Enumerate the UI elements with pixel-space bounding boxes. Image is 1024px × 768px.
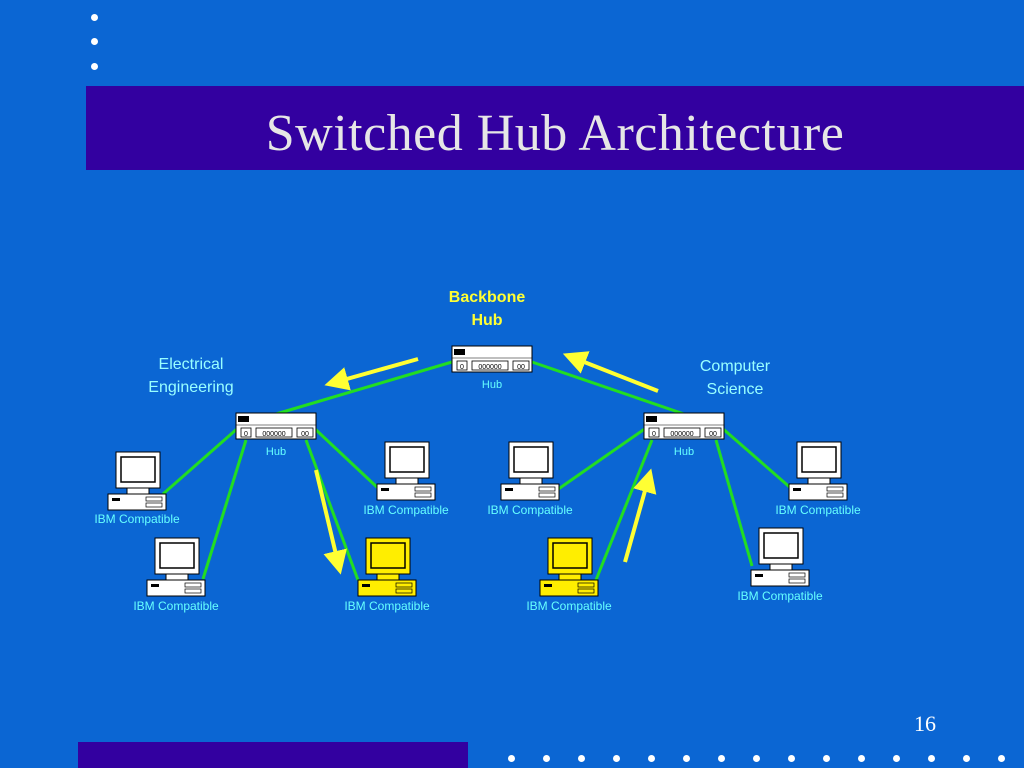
hub-port-row: 000000 [262,431,285,438]
link-right-hub-pc3 [721,426,794,492]
traffic-arrow [562,351,659,393]
computer-science-label-line1: Computer [700,358,771,375]
backbone-hub: 0 000000 00 [451,345,533,373]
decor-dot [578,755,585,762]
decor-dot [91,14,98,21]
left-hub-label: Hub [266,446,286,458]
decor-dot [963,755,970,762]
computer-label: IBM Compatible [775,503,861,517]
left-hub: 0 000000 00 [235,412,317,440]
computer-label: IBM Compatible [94,512,180,526]
decor-dot [91,63,98,70]
hub-port-single: 0 [460,364,464,371]
electrical-engineering-label-line1: Electrical [159,356,224,373]
decor-dot [648,755,655,762]
decor-dot [91,38,98,45]
hub-port-single: 0 [244,431,248,438]
backbone-hub-label: Hub [482,379,502,391]
right-hub: 0 000000 00 [643,412,725,440]
traffic-arrow [324,357,419,391]
backbone-title-line2: Hub [471,312,502,329]
traffic-arrow [314,469,347,575]
link-left-hub-pc1 [162,426,239,496]
bottom-bar [78,742,468,768]
decor-dot [683,755,690,762]
link-left-hub-pc4 [304,439,360,581]
highlighted-computer-icon [539,537,599,597]
decor-dot [928,755,935,762]
decor-dot [823,755,830,762]
computer-icon [376,441,436,501]
decor-dot [893,755,900,762]
hub-port-pair: 00 [709,431,717,438]
computer-label: IBM Compatible [737,589,823,603]
link-right-hub-pc2 [594,439,654,581]
computer-label: IBM Compatible [344,599,430,613]
computer-label: IBM Compatible [133,599,219,613]
link-left-hub-pc2 [201,439,248,580]
hub-port-row: 000000 [478,364,501,371]
highlighted-computer-icon [357,537,417,597]
computer-label: IBM Compatible [526,599,612,613]
decor-dot [998,755,1005,762]
decor-dot [858,755,865,762]
title-bar: Switched Hub Architecture [86,86,1024,170]
link-left-hub-pc3 [312,426,382,492]
decor-dot [613,755,620,762]
decor-dot [543,755,550,762]
computer-icon [146,537,206,597]
decor-dot [718,755,725,762]
link-backbone-left-hub [275,360,453,416]
decor-dot [753,755,760,762]
decor-dot [508,755,515,762]
link-backbone-right-hub [531,360,685,416]
hub-port-row: 000000 [670,431,693,438]
right-hub-label: Hub [674,446,694,458]
computer-icon [788,441,848,501]
computer-label: IBM Compatible [487,503,573,517]
traffic-arrow [623,468,657,563]
backbone-title-line1: Backbone [449,289,526,306]
slide-title: Switched Hub Architecture [265,105,845,162]
computer-science-label-line2: Science [707,381,764,398]
hub-port-pair: 00 [301,431,309,438]
page-number: 16 [914,711,936,736]
hub-port-single: 0 [652,431,656,438]
link-right-hub-pc4 [714,439,754,567]
computer-label: IBM Compatible [363,503,449,517]
computer-icon [107,451,167,511]
link-right-hub-pc1 [556,426,647,492]
decor-dot [788,755,795,762]
computer-icon [500,441,560,501]
electrical-engineering-label-line2: Engineering [148,379,233,396]
hub-port-pair: 00 [517,364,525,371]
computer-icon [750,527,810,587]
